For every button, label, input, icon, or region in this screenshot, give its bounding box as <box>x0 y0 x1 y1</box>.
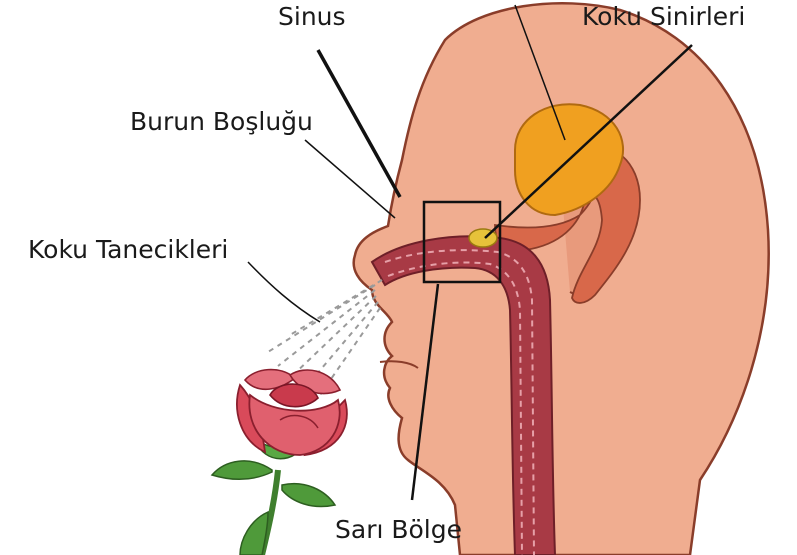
rose-flower <box>212 370 347 555</box>
rose-leaf-right <box>282 484 335 507</box>
label-burun-boslugu: Burun Boşluğu <box>130 107 313 136</box>
label-sinus: Sinus <box>278 2 346 31</box>
rose-leaf-left <box>212 461 272 479</box>
leader-burun-boslugu <box>305 140 395 218</box>
label-sari-bolge: Sarı Bölge <box>335 515 462 544</box>
rose-leaf-bottom <box>240 512 268 555</box>
label-koku-tanecikleri: Koku Tanecikleri <box>28 235 228 264</box>
leader-koku-tanecikleri <box>248 262 320 322</box>
leader-sinus <box>318 50 400 197</box>
label-koku-sinirleri: Koku Sinirleri <box>582 2 745 31</box>
